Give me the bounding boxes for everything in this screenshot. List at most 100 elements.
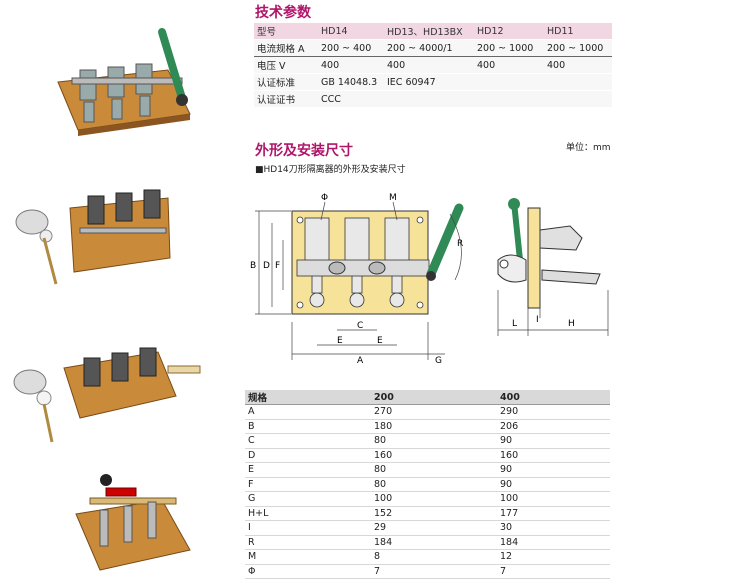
dim-label-i: I	[536, 315, 539, 325]
specs-row: 电流规格 A 200 ~ 400 200 ~ 4000/1 200 ~ 1000…	[254, 39, 612, 57]
dims-header-cell: 400	[497, 390, 610, 405]
specs-row: 认证标准 GB 14048.3 IEC 60947	[254, 73, 612, 91]
specs-cell: 200 ~ 1000	[474, 39, 544, 57]
specs-cell: 电压 V	[254, 56, 318, 74]
dims-cell: 90	[497, 477, 610, 492]
dims-cell: D	[245, 448, 371, 463]
specs-cell: 400	[318, 56, 384, 74]
dims-cell: 184	[497, 535, 610, 550]
dimensions-subtitle: ■HD14刀形隔离器的外形及安装尺寸	[255, 165, 406, 175]
dim-label-phi: Φ	[321, 193, 328, 203]
dims-cell: 90	[497, 462, 610, 478]
specs-cell: 200 ~ 4000/1	[384, 39, 474, 57]
dims-cell: 206	[497, 419, 610, 434]
dims-cell: 177	[497, 506, 610, 521]
specs-cell	[384, 90, 474, 108]
specs-cell: HD11	[544, 23, 612, 40]
specs-title: 技术参数	[255, 5, 311, 21]
dims-cell: 290	[497, 404, 610, 420]
product-photo-hd12	[13, 347, 201, 443]
specs-cell: 400	[474, 56, 544, 74]
dim-label-b: B	[250, 261, 256, 271]
specs-table: 型号 HD14 HD13、HD13BX HD12 HD11 电流规格 A 200…	[254, 23, 612, 108]
dims-cell: R	[245, 535, 371, 550]
dim-label-c: C	[357, 321, 363, 331]
dims-cell: A	[245, 404, 371, 420]
dims-cell: 152	[371, 506, 497, 521]
specs-cell: 400	[544, 56, 612, 74]
dims-cell: 30	[497, 520, 610, 536]
dimensions-title: 外形及安装尺寸	[255, 143, 353, 159]
dim-label-a: A	[357, 356, 364, 366]
dims-cell: C	[245, 433, 371, 449]
dims-cell: 12	[497, 549, 610, 565]
dims-cell: 180	[371, 419, 497, 434]
specs-row: 型号 HD14 HD13、HD13BX HD12 HD11	[254, 23, 612, 40]
dims-cell: H+L	[245, 506, 371, 521]
specs-cell: HD14	[318, 23, 384, 40]
dims-cell: 184	[371, 535, 497, 550]
dim-label-f: F	[275, 261, 280, 271]
dims-cell: 29	[371, 520, 497, 536]
dims-header-row: 规格 200 400	[245, 390, 610, 405]
specs-row: 认证证书 CCC	[254, 90, 612, 108]
dims-cell: 100	[371, 491, 497, 507]
dim-label-d: D	[263, 261, 270, 271]
technical-drawing-front: B D F C E E A G R Φ M	[250, 193, 464, 366]
dims-cell: 7	[497, 564, 610, 579]
dim-label-r: R	[457, 239, 463, 249]
dim-label-h: H	[568, 319, 575, 329]
dims-cell: 270	[371, 404, 497, 420]
dim-label-m: M	[389, 193, 397, 203]
dims-cell: G	[245, 491, 371, 507]
specs-cell	[544, 73, 612, 91]
dims-cell: 8	[371, 549, 497, 565]
technical-drawing-side: L I H	[497, 198, 609, 336]
dims-cell: 160	[371, 448, 497, 463]
dims-cell: 80	[371, 433, 497, 449]
product-photo-hd14	[57, 28, 191, 136]
dims-cell: M	[245, 549, 371, 565]
specs-cell	[474, 90, 544, 108]
specs-cell: HD13、HD13BX	[384, 23, 474, 40]
dims-cell: 80	[371, 477, 497, 492]
specs-cell: 200 ~ 1000	[544, 39, 612, 57]
dims-cell: 90	[497, 433, 610, 449]
specs-cell	[474, 73, 544, 91]
dims-cell: Φ	[245, 564, 371, 579]
specs-cell: 200 ~ 400	[318, 39, 384, 57]
dim-label-e1: E	[337, 336, 343, 346]
product-photo-hd11	[75, 474, 191, 571]
specs-row: 电压 V 400 400 400 400	[254, 56, 612, 74]
dims-cell: 160	[497, 448, 610, 463]
dims-header-cell: 规格	[245, 390, 371, 405]
product-photo-hd13	[15, 189, 171, 285]
dims-header-cell: 200	[371, 390, 497, 405]
unit-label: 单位：mm	[566, 143, 611, 153]
specs-cell: 认证证书	[254, 90, 318, 108]
dims-cell: 100	[497, 491, 610, 507]
dims-cell: B	[245, 419, 371, 434]
dims-cell: E	[245, 462, 371, 478]
specs-cell: HD12	[474, 23, 544, 40]
dims-cell: 80	[371, 462, 497, 478]
specs-cell: 认证标准	[254, 73, 318, 91]
specs-cell: 型号	[254, 23, 318, 40]
dim-label-l: L	[512, 319, 517, 329]
specs-cell: CCC	[318, 90, 384, 108]
specs-cell	[544, 90, 612, 108]
specs-cell: GB 14048.3	[318, 73, 384, 91]
specs-cell: 400	[384, 56, 474, 74]
dims-cell: 7	[371, 564, 497, 579]
